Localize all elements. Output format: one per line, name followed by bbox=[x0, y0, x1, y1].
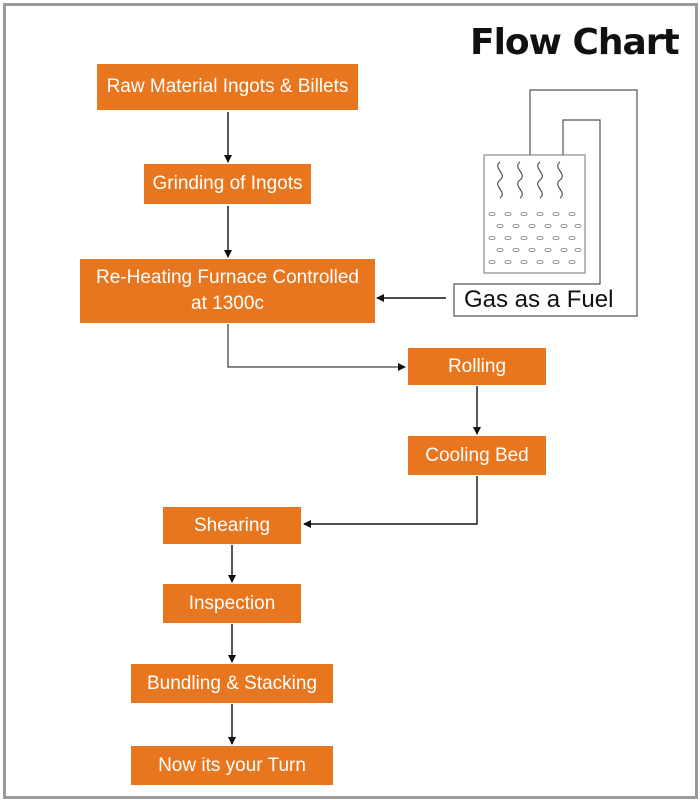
step-raw-material-label: Raw Material Ingots & Billets bbox=[106, 76, 349, 97]
step-bundling-stacking: Bundling & Stacking bbox=[131, 664, 333, 703]
diagram-frame bbox=[3, 3, 698, 799]
fuel-label: Gas as a Fuel bbox=[464, 286, 614, 313]
step-cooling-bed: Cooling Bed bbox=[408, 436, 546, 475]
step-shearing-label: Shearing bbox=[193, 514, 271, 536]
step-rolling-label: Rolling bbox=[447, 355, 507, 377]
step-reheating-label-line2: at 1300c bbox=[191, 293, 264, 314]
step-final-label: Now its your Turn bbox=[158, 754, 306, 776]
step-grinding: Grinding of Ingots bbox=[144, 164, 311, 204]
arrow-reheating-to-rolling bbox=[227, 324, 406, 371]
arrow-cooling-to-shearing bbox=[303, 476, 478, 528]
step-rolling: Rolling bbox=[408, 348, 546, 385]
step-reheating-label-line1: Re-Heating Furnace Controlled bbox=[96, 267, 359, 288]
step-inspection: Inspection bbox=[163, 584, 301, 623]
step-final: Now its your Turn bbox=[131, 746, 333, 785]
step-reheating-furnace: Re-Heating Furnace Controlled at 1300c bbox=[80, 259, 375, 323]
step-inspection-label: Inspection bbox=[188, 592, 276, 614]
step-shearing: Shearing bbox=[163, 507, 301, 544]
step-grinding-label: Grinding of Ingots bbox=[152, 173, 303, 194]
step-bundling-label: Bundling & Stacking bbox=[146, 672, 318, 694]
step-cooling-bed-label: Cooling Bed bbox=[425, 444, 529, 466]
furnace-icon bbox=[453, 89, 638, 317]
page-title: Flow Chart bbox=[470, 22, 680, 63]
step-raw-material: Raw Material Ingots & Billets bbox=[97, 64, 358, 110]
